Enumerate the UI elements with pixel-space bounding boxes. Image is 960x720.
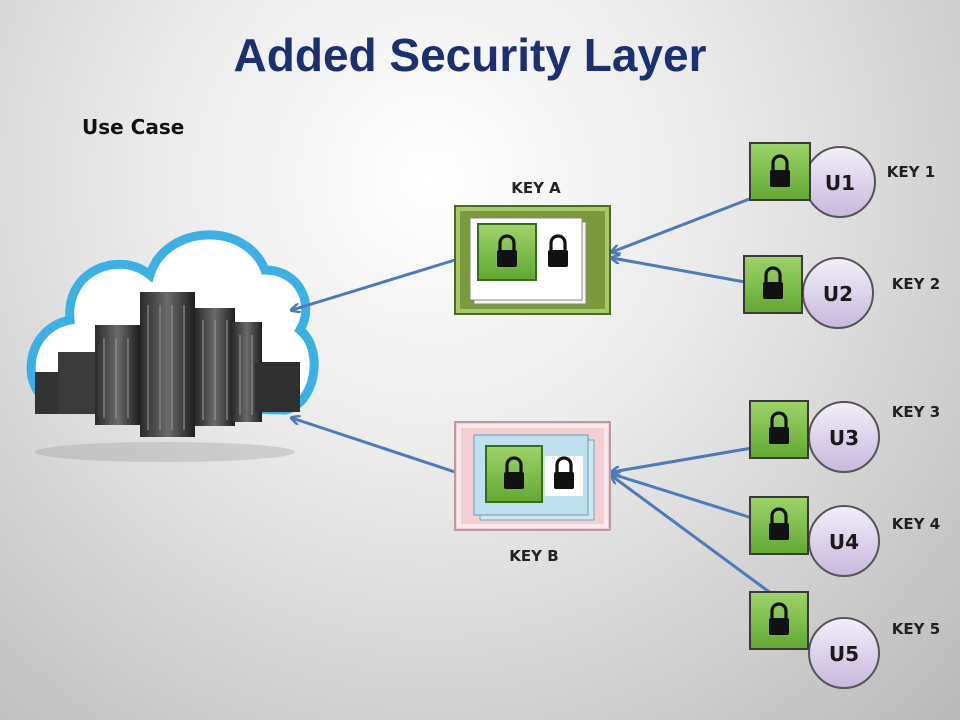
slide-title: Added Security Layer — [233, 29, 707, 81]
user-label: U1 — [825, 171, 855, 195]
cloud-server-icon — [26, 230, 319, 462]
user-u4-node: U4 — [749, 496, 880, 577]
arrow-u1-to-key-a — [612, 196, 753, 252]
user-u5-node: U5 — [749, 591, 880, 689]
key-b-label: KEY B — [509, 547, 558, 565]
arrow-key-b-to-cloud — [292, 418, 456, 474]
user-u1-node: U1 — [749, 142, 876, 218]
key-a-box — [454, 205, 611, 315]
key-2-label: KEY 2 — [892, 275, 940, 293]
arrow-u5-to-key-b — [612, 476, 773, 596]
key-b-box — [454, 421, 611, 531]
key-5-label: KEY 5 — [892, 620, 940, 638]
key-3-label: KEY 3 — [892, 403, 940, 421]
arrow-u4-to-key-b — [612, 474, 753, 520]
key-1-label: KEY 1 — [887, 163, 935, 181]
user-label: U5 — [829, 642, 859, 666]
arrow-key-a-to-cloud — [292, 258, 456, 310]
user-label: U3 — [829, 426, 859, 450]
user-u2-node: U2 — [743, 255, 874, 329]
arrow-u2-to-key-a — [612, 258, 746, 284]
user-label: U2 — [823, 282, 853, 306]
key-a-label: KEY A — [511, 179, 561, 197]
user-label: U4 — [829, 530, 859, 554]
arrow-u3-to-key-b — [612, 446, 753, 472]
key-4-label: KEY 4 — [892, 515, 940, 533]
user-u3-node: U3 — [749, 400, 880, 473]
use-case-label: Use Case — [82, 115, 185, 139]
